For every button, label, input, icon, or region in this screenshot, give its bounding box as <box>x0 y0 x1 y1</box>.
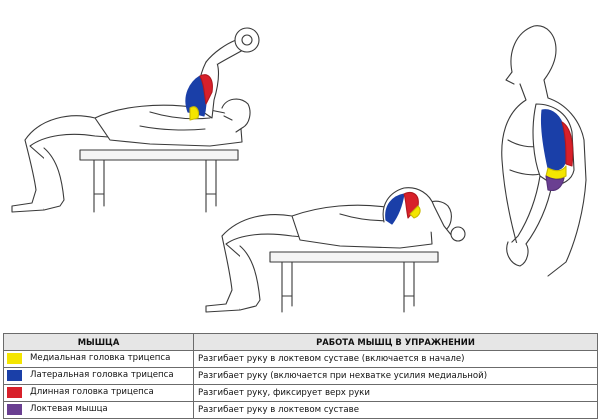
muscle-cell: Медиальная головка трицепса <box>3 350 194 368</box>
muscle-work: Разгибает руку (включается при нехватке … <box>193 367 598 385</box>
table-row: Латеральная головка трицепса Разгибает р… <box>3 367 598 385</box>
muscle-name: Длинная головка трицепса <box>30 387 154 397</box>
muscle-name: Локтевая мышца <box>30 404 108 414</box>
exercise-illustration <box>11 25 587 313</box>
figure-arms-extended <box>11 27 260 213</box>
muscle-cell: Латеральная головка трицепса <box>3 367 194 385</box>
header-muscle: МЫШЦА <box>3 333 194 351</box>
bench-2 <box>269 251 439 313</box>
muscle-name: Латеральная головка трицепса <box>30 370 174 380</box>
muscle-table: МЫШЦА РАБОТА МЫШЦ В УПРАЖНЕНИИ Медиальна… <box>3 333 598 419</box>
muscle-work: Разгибает руку, фиксирует верх руки <box>193 384 598 402</box>
color-swatch <box>7 386 22 398</box>
muscle-name: Медиальная головка трицепса <box>30 353 171 363</box>
color-swatch <box>7 352 22 364</box>
muscle-cell: Длинная головка трицепса <box>3 384 194 402</box>
figure-standing-side <box>501 25 587 277</box>
bench-1 <box>79 149 239 213</box>
table-row: Медиальная головка трицепса Разгибает ру… <box>3 350 598 368</box>
color-swatch <box>7 369 22 381</box>
table-row: Локтевая мышца Разгибает руку в локтевом… <box>3 401 598 419</box>
muscle-work: Разгибает руку в локтевом суставе (включ… <box>193 350 598 368</box>
muscle-cell: Локтевая мышца <box>3 401 194 419</box>
table-header-row: МЫШЦА РАБОТА МЫШЦ В УПРАЖНЕНИИ <box>3 333 598 351</box>
color-swatch <box>7 403 22 415</box>
header-work: РАБОТА МЫШЦ В УПРАЖНЕНИИ <box>193 333 598 351</box>
table-row: Длинная головка трицепса Разгибает руку,… <box>3 384 598 402</box>
figure-arms-bent <box>205 187 466 313</box>
muscle-work: Разгибает руку в локтевом суставе <box>193 401 598 419</box>
